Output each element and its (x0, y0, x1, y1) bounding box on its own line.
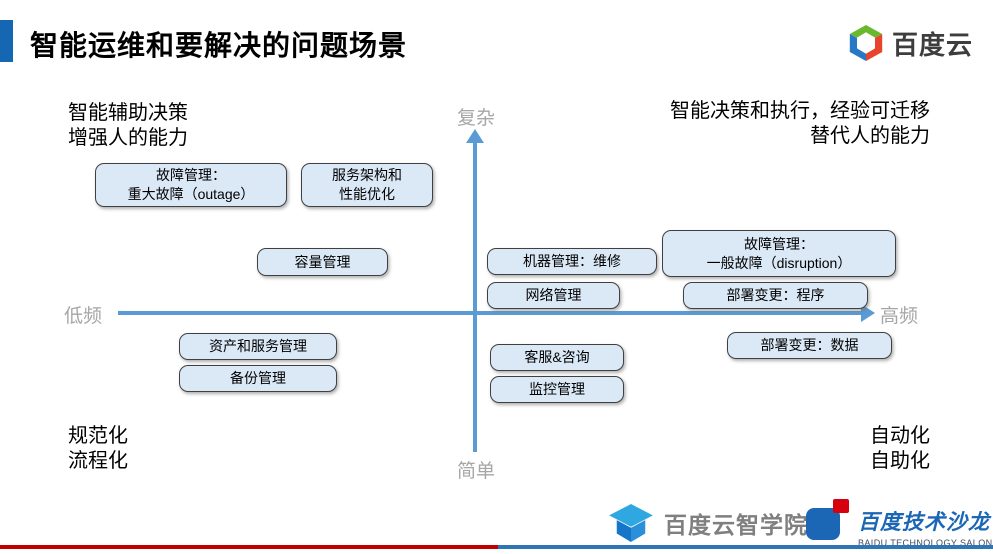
box-deploy-program: 部署变更：程序 (683, 282, 868, 309)
footer-divider-red (0, 545, 498, 549)
right-arrowhead-icon (861, 304, 875, 322)
vertical-axis-line (473, 142, 477, 452)
horizontal-axis-line (118, 311, 863, 315)
box-fault-outage: 故障管理： 重大故障（outage） (95, 163, 287, 207)
salon-text-block: 百度技术沙龙 BAIDU TECHNOLOGY SALON (858, 506, 993, 548)
corner-label-bottom-left: 规范化 流程化 (68, 425, 128, 472)
baidu-cloud-cube-icon (849, 25, 883, 61)
salon-logo-subtext: BAIDU TECHNOLOGY SALON (858, 538, 993, 548)
corner-label-top-left: 智能辅助决策 增强人的能力 (68, 102, 188, 149)
corner-label-top-right: 智能决策和执行，经验可迁移 替代人的能力 (670, 100, 930, 147)
box-machine-repair: 机器管理：维修 (487, 248, 657, 275)
salon-square-icon (806, 499, 849, 540)
box-fault-disruption: 故障管理： 一般故障（disruption） (662, 230, 896, 277)
corner-label-bottom-right: 自动化 自助化 (870, 425, 930, 472)
title-accent-bar (0, 20, 13, 62)
up-arrowhead-icon (466, 129, 484, 143)
salon-logo-text: 百度技术沙龙 (858, 511, 990, 534)
axis-label-high-freq: 高频 (880, 306, 919, 327)
baidu-cloud-academy-logo: 百度云智学院 (608, 504, 808, 542)
axis-label-low-freq: 低频 (64, 306, 103, 327)
page-title: 智能运维和要解决的问题场景 (30, 30, 408, 61)
baidu-cloud-logo-text: 百度云 (891, 29, 973, 60)
box-capacity: 容量管理 (257, 248, 388, 276)
axis-label-complex: 复杂 (456, 108, 495, 129)
box-backup: 备份管理 (179, 365, 337, 392)
footer-divider-blue (498, 545, 993, 549)
box-customer-service: 客服&咨询 (490, 344, 624, 371)
baidu-cloud-logo: 百度云 (848, 24, 973, 62)
baidu-technology-salon-logo: 百度技术沙龙 BAIDU TECHNOLOGY SALON (806, 499, 993, 548)
box-network: 网络管理 (487, 282, 620, 309)
academy-logo-text: 百度云智学院 (664, 512, 808, 538)
axis-label-simple: 简单 (456, 461, 495, 482)
academy-cap-icon (609, 504, 653, 542)
box-monitoring: 监控管理 (490, 376, 624, 403)
box-service-arch: 服务架构和 性能优化 (301, 163, 433, 207)
box-deploy-data: 部署变更：数据 (727, 332, 892, 359)
box-asset-service: 资产和服务管理 (179, 333, 337, 360)
